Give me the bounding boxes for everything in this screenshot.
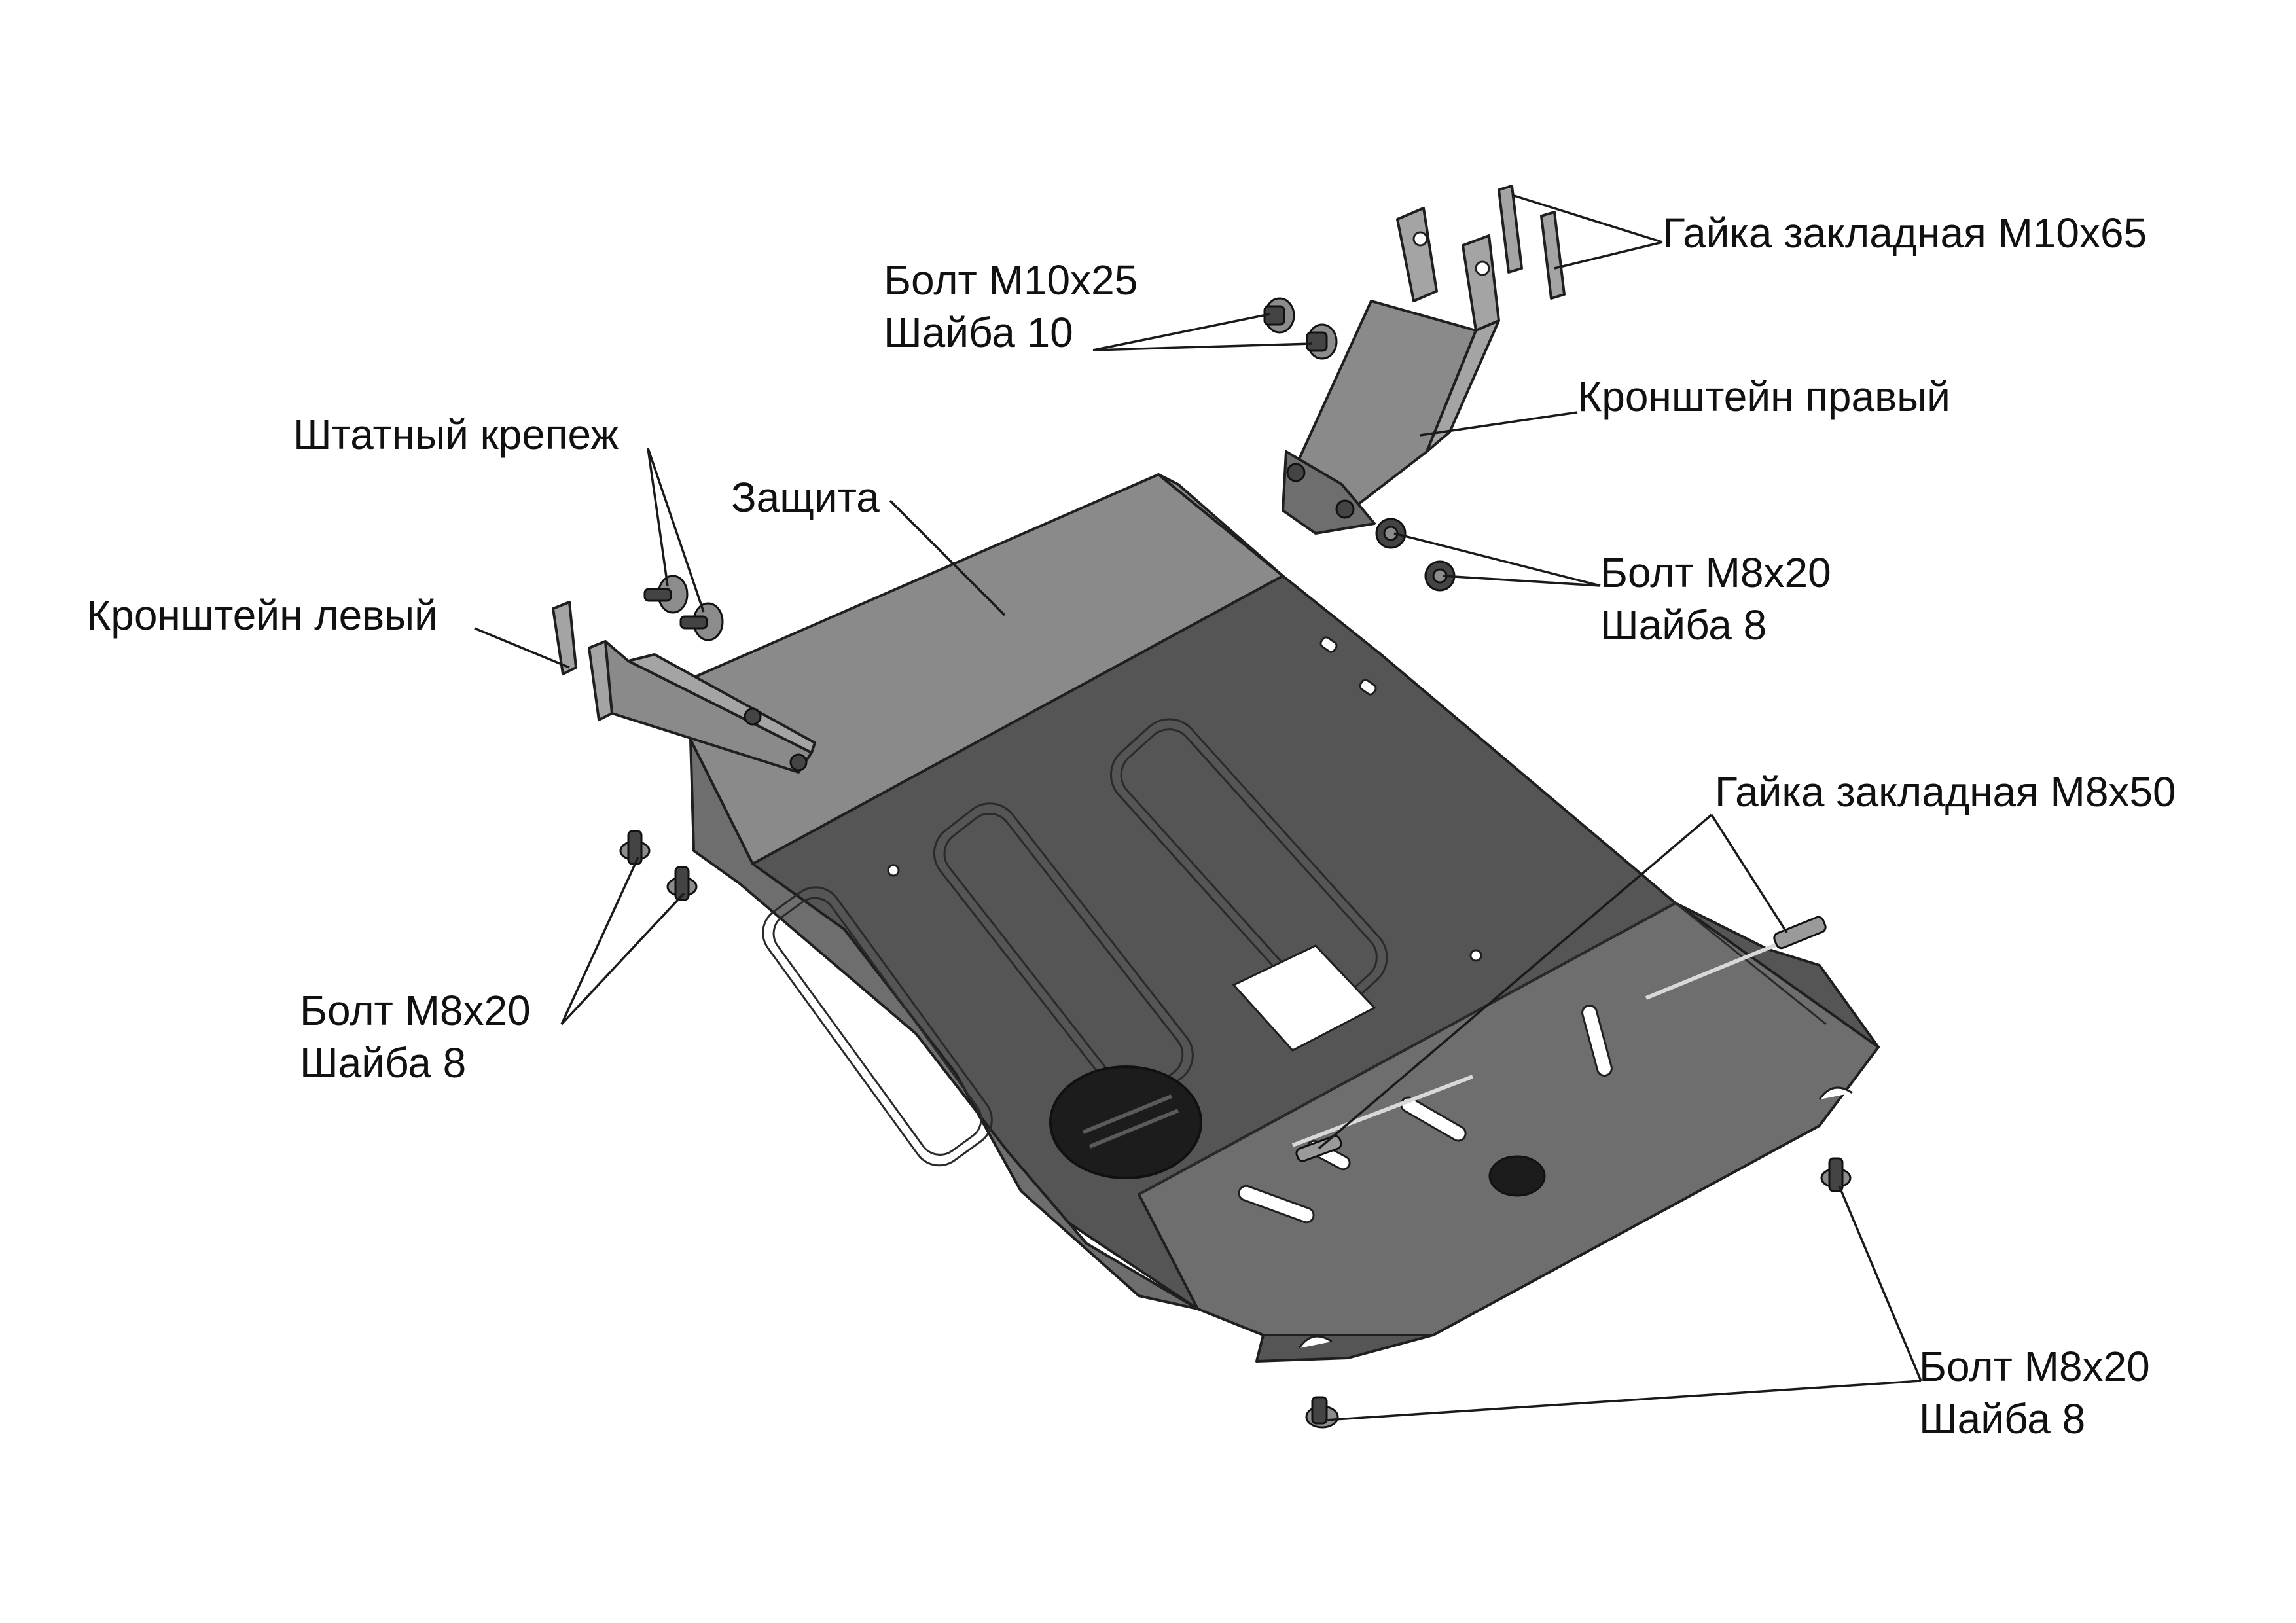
label-std-fastener: Штатный крепеж: [293, 411, 619, 458]
bolt-m8-bottom: [1311, 1396, 1328, 1425]
skid-plate-rib-3: [1109, 718, 1388, 1014]
bracket-right-bolt-hole: [1335, 499, 1355, 519]
leader-nut-m8: [1710, 814, 1788, 933]
callout-labels: Гайка закладная М10х65 Болт М10х25 Шайба…: [86, 209, 2176, 1442]
skid-plate-rib-1-inner: [772, 897, 982, 1156]
skid-plate-hole: [1319, 636, 1338, 653]
leader-bolt-m8-bottom: [1838, 1185, 1922, 1382]
label-nut-m8: Гайка закладная М8х50: [1715, 768, 2176, 815]
leader-bolt-m8-right: [1443, 575, 1601, 587]
label-bolt-m10: Болт М10х25: [884, 257, 1138, 304]
bracket-right-tab-hole: [1475, 260, 1490, 276]
leader-bolt-m8-left: [560, 892, 685, 1026]
leader-bolt-m8-right: [1393, 532, 1601, 587]
std-fastener-stud: [643, 588, 672, 602]
label-nut-m10: Гайка закладная М10х65: [1662, 209, 2147, 257]
bracket-right-tab-hole: [1412, 231, 1428, 247]
skid-plate-plug: [1488, 1155, 1546, 1197]
leader-bracket-right: [1420, 411, 1578, 437]
leader-bolt-m10: [1092, 313, 1270, 351]
bracket-right-channel: [1285, 300, 1477, 518]
leader-nut-m10: [1511, 194, 1663, 243]
label-bolt-m8-right: Болт М8х20: [1600, 549, 1831, 596]
skid-plate-drain-cover: [1049, 1065, 1202, 1179]
bracket-right-upper-tab: [1396, 207, 1438, 302]
skid-plate-service-window: [1232, 944, 1376, 1052]
nut-m8-guide-wire: [1645, 937, 1791, 1000]
bracket-left-bolt-hole: [744, 707, 762, 726]
std-fastener-stud: [679, 615, 708, 630]
skid-plate-hole: [1469, 949, 1482, 962]
nut-m10-plate: [1540, 211, 1566, 300]
skid-plate-slot: [1581, 1004, 1613, 1077]
skid-plate-hole: [1359, 679, 1377, 696]
leader-nut-m10: [1554, 241, 1663, 270]
nut-m10: [1498, 185, 1566, 300]
label-bracket-right: Кронштейн правый: [1577, 373, 1950, 420]
skid-plate-front-lip: [1138, 902, 1880, 1336]
bracket-right-upper-tab: [1462, 234, 1500, 332]
skid-plate-bend-line: [1138, 902, 1827, 1196]
label-bolt-m8-bottom: Болт М8х20: [1919, 1343, 2150, 1390]
bracket-right-bolt-hole: [1286, 463, 1306, 482]
leader-bolt-m8-left: [560, 857, 639, 1025]
label-bracket-left: Кронштейн левый: [86, 592, 438, 639]
leader-bolt-m8-bottom: [1325, 1380, 1922, 1421]
skid-plate-hole: [887, 864, 900, 877]
bolt-m10-head: [1306, 331, 1328, 352]
label-bolt-m8-left: Болт М8х20: [300, 987, 531, 1034]
leader-lines: [474, 194, 1922, 1421]
nut-m10-plate: [1498, 185, 1523, 274]
bracket-left: [552, 601, 816, 774]
leader-std-fastener: [647, 448, 669, 586]
skid-plate-front-tab-slot: [1818, 1086, 1853, 1100]
label-washer-8-bottom: Шайба 8: [1919, 1395, 2085, 1442]
leader-nut-m8: [1318, 813, 1713, 1150]
bolt-m8-left: [627, 830, 643, 865]
leader-bracket-left: [474, 627, 570, 669]
bracket-left-bolt-hole: [789, 753, 808, 772]
skid-plate-front-tab-slot: [1298, 1335, 1333, 1349]
skid-plate-rib-1: [762, 886, 993, 1167]
skid-plate-drain-cover-slot: [1082, 1094, 1173, 1134]
skid-plate-drain-cover-slot: [1088, 1109, 1179, 1149]
skid-plate-slot: [1400, 1096, 1467, 1142]
label-washer-10: Шайба 10: [884, 309, 1073, 356]
label-washer-8-right: Шайба 8: [1600, 601, 1767, 649]
leader-guard: [889, 499, 1006, 616]
leader-std-fastener: [647, 448, 705, 613]
label-guard: Защита: [731, 474, 880, 521]
bracket-right: [1282, 207, 1500, 535]
skid-plate-rib-3-inner: [1120, 728, 1378, 1004]
bolt-m8-left: [674, 866, 690, 901]
bracket-left-upright: [552, 601, 577, 675]
label-washer-8-left: Шайба 8: [300, 1039, 466, 1086]
bolt-m8-bottom: [1828, 1157, 1844, 1192]
skid-plate: [689, 473, 1880, 1363]
nut-m8-guide-wire: [1291, 1075, 1474, 1147]
skid-plate-slot: [1238, 1185, 1315, 1224]
nut-m8: [1773, 916, 1827, 950]
leader-bolt-m10: [1092, 342, 1313, 351]
